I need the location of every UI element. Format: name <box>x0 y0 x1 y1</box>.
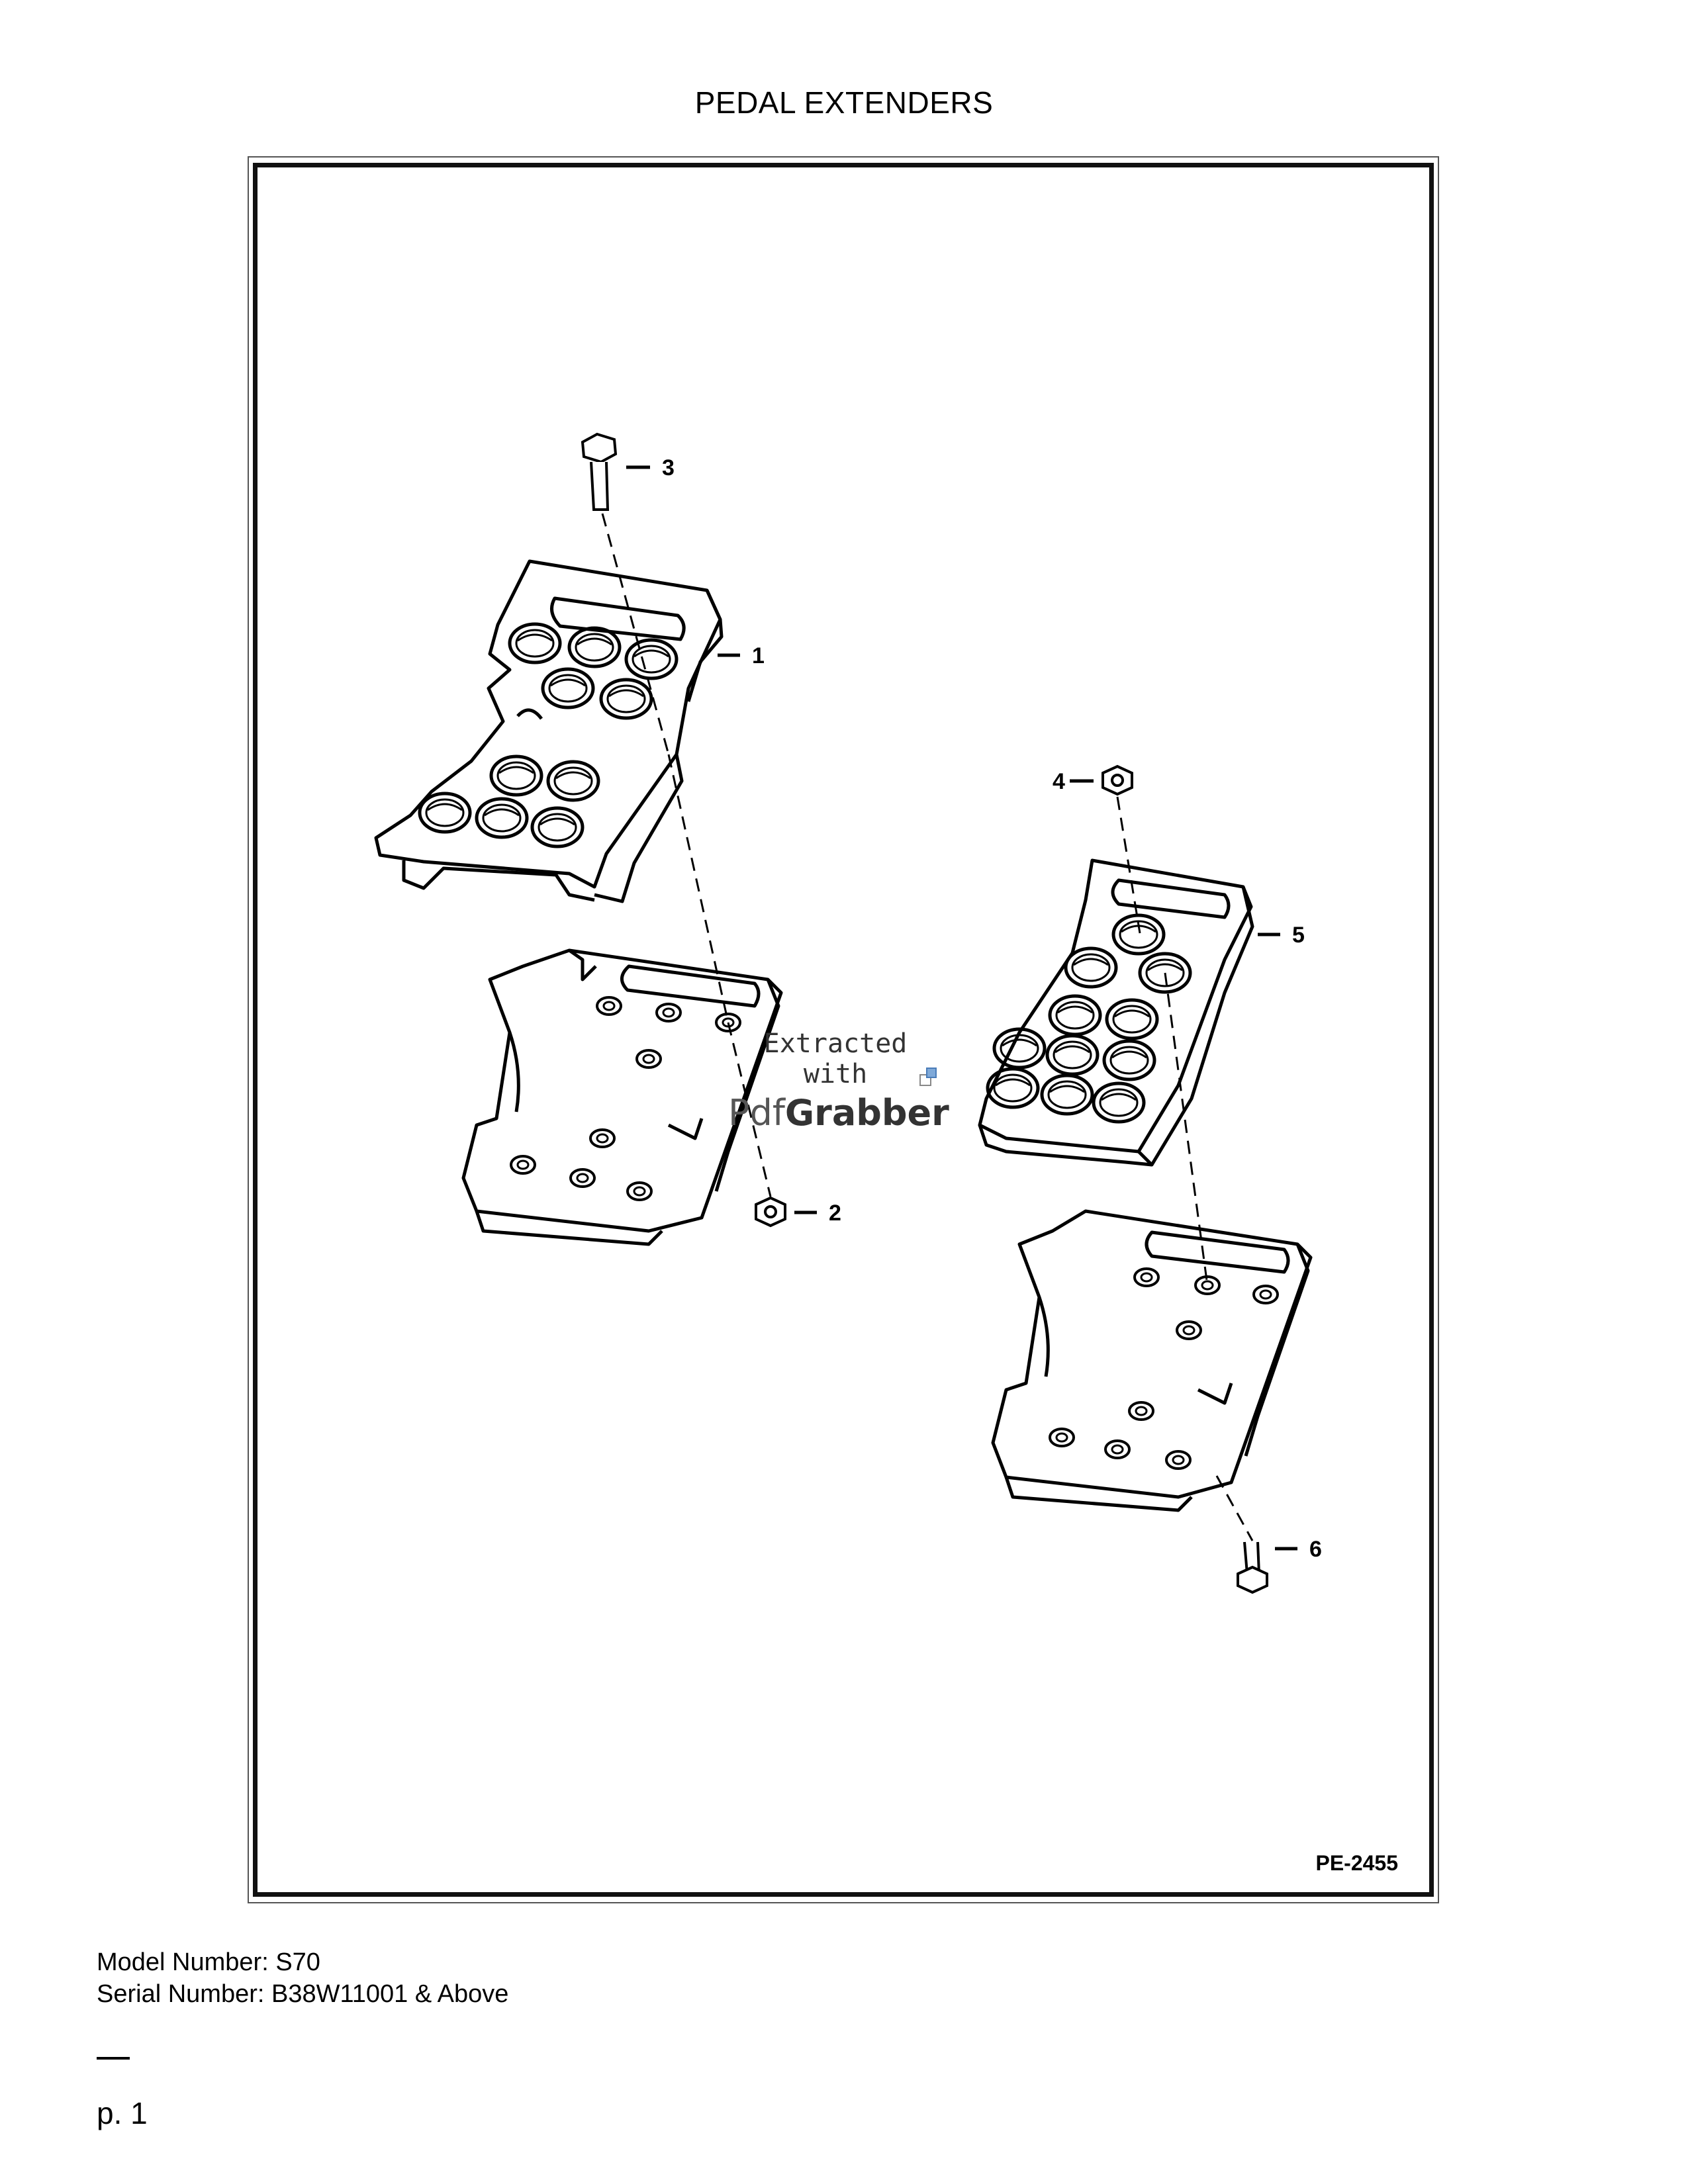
svg-text:PdfGrabber: PdfGrabber <box>728 1092 949 1134</box>
pedal-extender-left <box>374 559 724 903</box>
callout-1: 1 <box>718 643 765 668</box>
svg-text:2: 2 <box>829 1201 841 1226</box>
bracket-hole <box>626 1181 653 1201</box>
svg-text:5: 5 <box>1292 923 1305 948</box>
bracket-hole <box>1252 1285 1279 1304</box>
pedal-hole <box>543 669 593 707</box>
model-number: Model Number: S70 <box>97 1948 320 1976</box>
callout-2: 2 <box>794 1201 841 1226</box>
bracket-hole <box>569 1168 596 1188</box>
nut-left <box>755 1196 786 1228</box>
pedal-bracket-right <box>991 1209 1313 1512</box>
svg-text:6: 6 <box>1309 1537 1322 1562</box>
svg-text:1: 1 <box>752 643 765 668</box>
svg-text:3: 3 <box>662 455 675 480</box>
nut-right <box>1102 764 1133 796</box>
pedal-hole <box>510 624 560 662</box>
bracket-hole <box>596 996 622 1016</box>
pedal-hole <box>1042 1075 1092 1114</box>
bracket-hole <box>1165 1450 1192 1470</box>
svg-text:with: with <box>804 1059 867 1089</box>
page-title: PEDAL EXTENDERS <box>694 85 994 120</box>
pedal-bracket-left <box>461 948 783 1246</box>
svg-text:4: 4 <box>1053 769 1065 794</box>
pedal-hole <box>994 1029 1045 1068</box>
pedal-hole <box>548 762 598 800</box>
bracket-hole <box>589 1128 616 1148</box>
bracket-hole <box>1049 1428 1075 1447</box>
bracket-hole <box>635 1049 662 1069</box>
pedal-hole <box>1047 1036 1098 1074</box>
bracket-hole <box>1104 1439 1131 1459</box>
bracket-hole <box>1133 1267 1160 1287</box>
pedal-hole <box>1107 1000 1157 1038</box>
pedal-hole <box>477 799 527 837</box>
bracket-hole <box>655 1003 682 1023</box>
watermark: Extracted with PdfGrabber <box>728 1028 949 1134</box>
pedal-hole <box>1094 1083 1144 1122</box>
svg-text:Extracted: Extracted <box>764 1028 908 1059</box>
page-marker <box>97 2057 130 2060</box>
page-number: p. 1 <box>97 2096 148 2130</box>
serial-number: Serial Number: B38W11001 & Above <box>97 1980 509 2008</box>
pedal-hole <box>1050 996 1100 1034</box>
figure-frame <box>253 163 1434 1897</box>
figure-code: PE-2455 <box>1315 1851 1398 1875</box>
pedal-hole <box>988 1069 1038 1107</box>
callout-3: 3 <box>626 455 675 480</box>
bracket-hole <box>510 1155 536 1175</box>
callout-5: 5 <box>1258 923 1305 948</box>
pedal-hole <box>1113 915 1164 954</box>
pedal-hole <box>532 808 583 846</box>
callout-6: 6 <box>1275 1537 1322 1562</box>
pedal-hole <box>626 640 677 678</box>
bracket-hole <box>1128 1401 1154 1421</box>
bolt-lower <box>1237 1541 1268 1594</box>
callout-4: 4 <box>1053 769 1094 794</box>
figure-frame-outer <box>248 156 1439 1903</box>
assembly-lines <box>601 513 1254 1541</box>
pedal-hole <box>1066 948 1116 987</box>
pedal-hole <box>569 628 620 666</box>
pedal-hole <box>420 794 470 832</box>
bolt-upper <box>581 432 618 511</box>
pedal-hole <box>491 756 541 795</box>
pedal-hole <box>601 680 651 718</box>
pedal-hole <box>1104 1041 1154 1079</box>
bracket-hole <box>1176 1320 1202 1340</box>
